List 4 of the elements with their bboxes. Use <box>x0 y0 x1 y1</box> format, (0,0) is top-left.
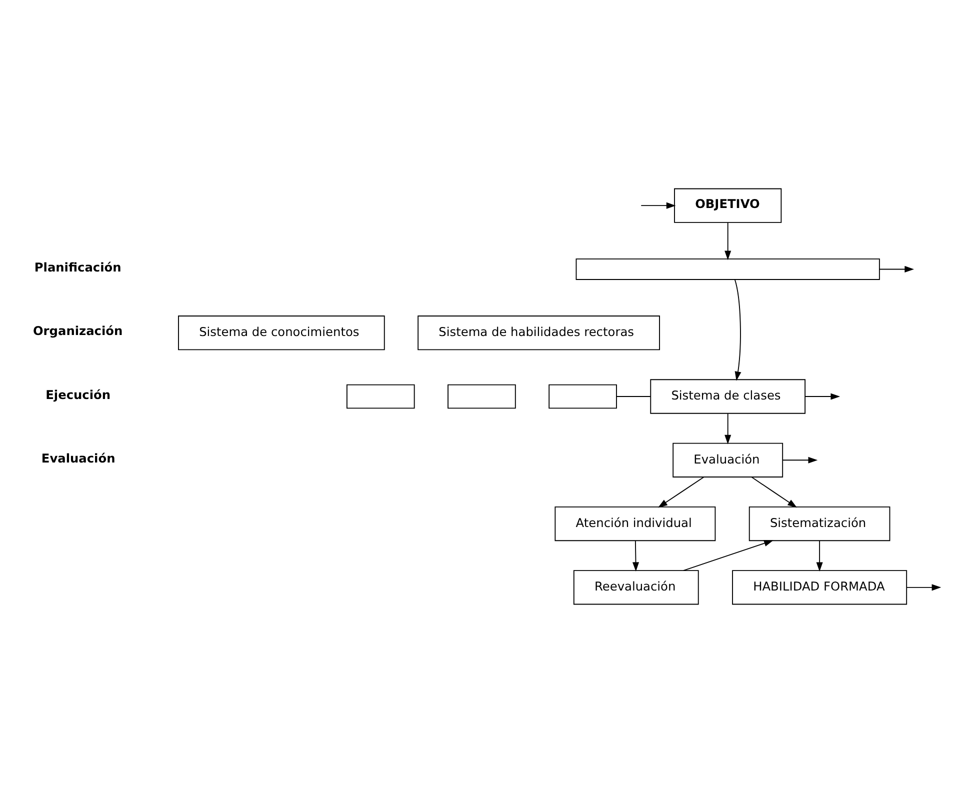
label: Ejecución <box>46 387 111 402</box>
label: Organización <box>32 324 123 338</box>
label: Evaluación <box>41 450 116 465</box>
label: Planificación <box>34 260 122 274</box>
